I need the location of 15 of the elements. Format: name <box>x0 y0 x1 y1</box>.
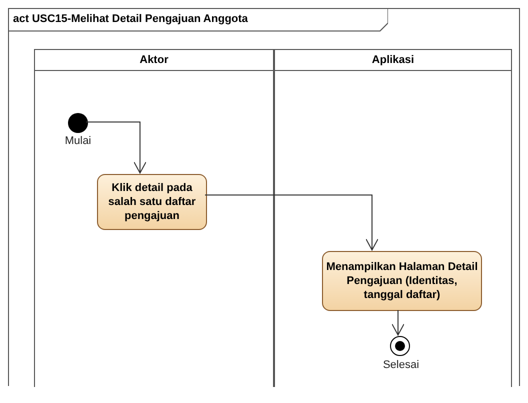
node-caption: Mulai <box>64 135 92 147</box>
action-label: Menampilkan Halaman Detail Pengajuan (Identitas, tanggal daftar) <box>325 260 479 302</box>
control-flow-arrow <box>86 122 146 174</box>
action-box <box>322 251 482 311</box>
lane-header: Aplikasi <box>275 49 511 71</box>
control-flow-arrow <box>392 310 404 336</box>
action-box <box>97 174 207 230</box>
swimlane <box>274 49 512 387</box>
action-label: Klik detail pada salah satu daftar pengajuan <box>107 181 197 223</box>
node-caption: Selesai <box>382 359 420 371</box>
frame-label: act USC15-Melihat Detail Pengajuan Anggota <box>13 13 248 25</box>
diagram-frame <box>8 8 520 386</box>
control-flow-arrow <box>204 194 378 250</box>
swimlane <box>34 49 274 387</box>
lane-header: Aktor <box>35 49 273 71</box>
